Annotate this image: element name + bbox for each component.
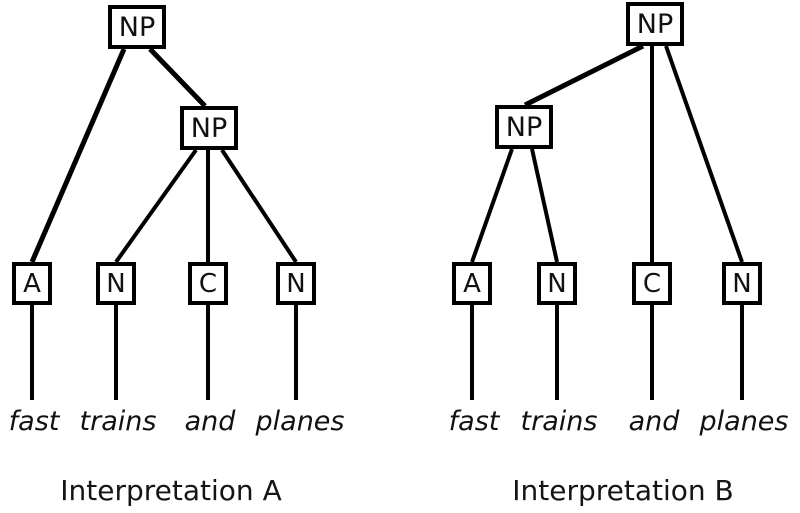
tree-node-label: N bbox=[106, 268, 126, 299]
terminal-word-trains: trains bbox=[79, 406, 157, 437]
tree-node-label: NP bbox=[505, 111, 543, 143]
terminal-word-and: and bbox=[184, 406, 236, 437]
tree-node-a-lex-n2: N bbox=[276, 262, 316, 305]
tree-branch-b-np2-to-b-lex-n1 bbox=[530, 148, 559, 263]
tree-node-label: A bbox=[463, 268, 481, 299]
tree-node-label: NP bbox=[636, 8, 674, 40]
tree-node-label: N bbox=[732, 268, 752, 299]
tree-branch-b-root-to-b-lex-n2 bbox=[664, 45, 744, 263]
tree-node-a-root: NP bbox=[108, 5, 166, 49]
tree-node-label: N bbox=[286, 268, 306, 299]
tree-node-b-root: NP bbox=[626, 2, 684, 46]
tree-node-b-lex-n2: N bbox=[722, 262, 762, 305]
caption-interpretation-a: Interpretation A bbox=[60, 474, 282, 507]
caption-interpretation-b: Interpretation B bbox=[512, 474, 734, 507]
tree-node-a-lex-n1: N bbox=[96, 262, 136, 305]
tree-node-label: C bbox=[198, 268, 218, 299]
terminal-word-fast: fast bbox=[8, 406, 60, 437]
terminal-word-planes: planes bbox=[699, 406, 789, 437]
tree-branch-a-root-to-a-lex-a bbox=[29, 48, 127, 263]
terminal-word-fast: fast bbox=[448, 406, 500, 437]
tree-branch-a-np2-to-a-lex-n2 bbox=[220, 148, 298, 264]
tree-node-label: C bbox=[642, 268, 662, 299]
tree-node-label: A bbox=[23, 268, 41, 299]
tree-node-a-lex-c: C bbox=[188, 262, 228, 305]
terminal-word-planes: planes bbox=[255, 406, 345, 437]
tree-branch-a-np2-to-a-lex-n1 bbox=[114, 148, 198, 264]
terminal-word-trains: trains bbox=[520, 406, 598, 437]
tree-node-b-lex-n1: N bbox=[537, 262, 577, 305]
tree-node-a-np2: NP bbox=[180, 106, 238, 150]
tree-node-label: NP bbox=[190, 112, 228, 144]
tree-node-label: N bbox=[547, 268, 567, 299]
tree-node-b-np2: NP bbox=[495, 105, 553, 149]
terminal-word-and: and bbox=[628, 406, 680, 437]
tree-branch-b-np2-to-b-lex-a bbox=[470, 148, 514, 263]
tree-node-a-lex-a: A bbox=[12, 262, 52, 305]
tree-node-b-lex-c: C bbox=[632, 262, 672, 305]
tree-branch-a-root-to-a-np2 bbox=[148, 47, 207, 108]
tree-node-b-lex-a: A bbox=[452, 262, 492, 305]
tree-branch-b-root-to-b-np2 bbox=[523, 43, 645, 108]
tree-node-label: NP bbox=[118, 11, 156, 43]
